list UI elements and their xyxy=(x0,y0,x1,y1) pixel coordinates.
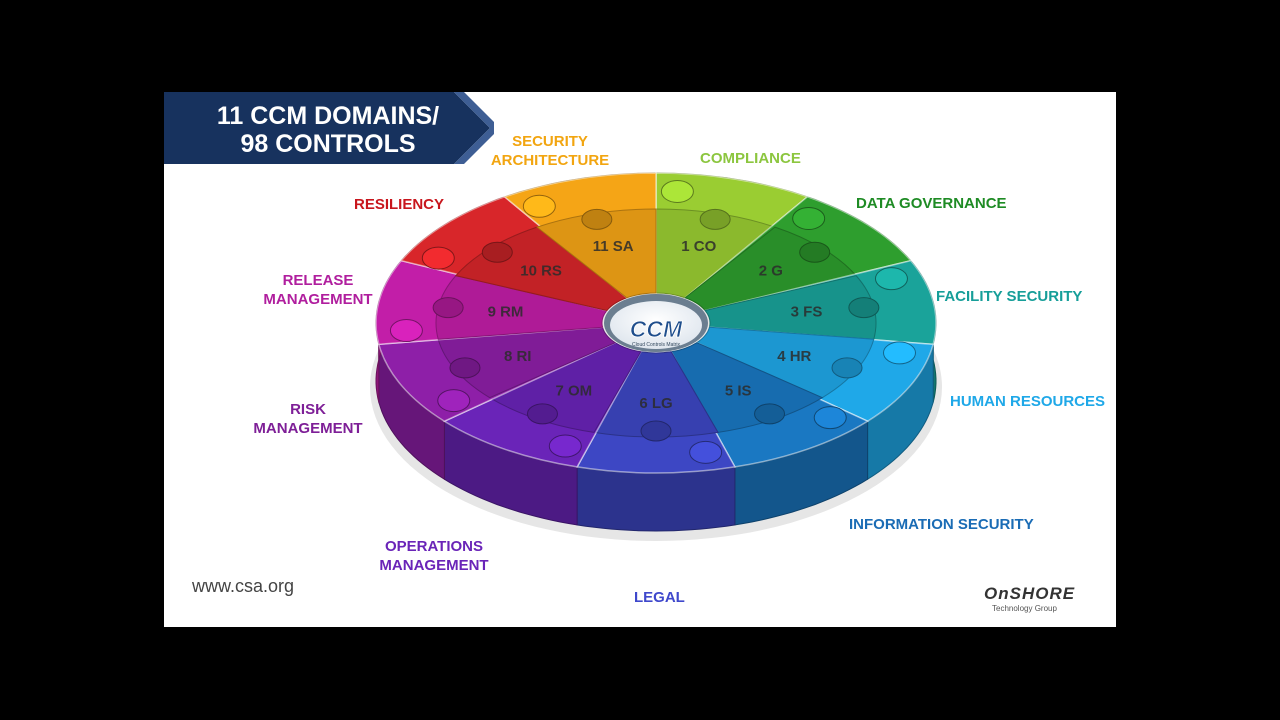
puzzle-knob-outer-1-co xyxy=(660,179,694,203)
puzzle-knob-inner-1-co xyxy=(699,208,731,230)
label-operations-management-line1: OPERATIONS xyxy=(384,538,484,555)
wheel-inner-piece-11-sa xyxy=(536,208,657,299)
logo-main-text: OnSHORE xyxy=(984,584,1076,603)
label-security-architecture-line1: SECURITY xyxy=(512,133,588,150)
puzzle-knob-inner-7-om xyxy=(526,403,558,425)
title-line-1: 11 CCM DOMAINS/ xyxy=(216,102,440,130)
wheel-inner-piece-4-hr xyxy=(695,326,875,399)
domain-code-3-fs: 3 FS xyxy=(791,304,823,321)
label-security-architecture-line2: ARCHITECTURE xyxy=(490,152,610,169)
wheel-inner-piece-7-om xyxy=(488,342,642,433)
puzzle-knob-inner-3-fs xyxy=(848,297,880,319)
slide: 11 CCM DOMAINS/ 98 CONTROLS 1 CO 2 G 3 FS 4… xyxy=(164,92,1116,627)
ccm-domain-wheel: 1 CO 2 G 3 FS 4 HR 5 IS 6 LG 7 OM 8 RI 9 RM 10 RS… xyxy=(370,172,942,541)
domain-code-5-is: 5 IS xyxy=(725,382,752,399)
domain-code-11-sa: 11 SA xyxy=(593,238,634,255)
puzzle-knob-outer-3-fs xyxy=(874,267,908,291)
domain-code-7-om: 7 OM xyxy=(555,382,592,399)
footer-url: www.csa.org xyxy=(192,576,295,596)
puzzle-knob-outer-2-g xyxy=(792,206,826,230)
label-operations-management: OPERATIONS MANAGEMENT xyxy=(364,537,504,575)
ccm-logo: CCM xyxy=(630,316,683,342)
puzzle-knob-outer-4-hr xyxy=(883,341,917,365)
domain-code-4-hr: 4 HR xyxy=(777,348,811,365)
onshore-logo: OnSHORE Technology Group xyxy=(984,584,1074,613)
puzzle-knob-inner-11-sa xyxy=(581,208,613,230)
puzzle-knob-outer-8-ri xyxy=(437,389,471,413)
title-banner xyxy=(164,92,494,164)
label-resiliency: RESILIENCY xyxy=(354,196,445,213)
puzzle-knob-outer-9-rm xyxy=(389,319,423,343)
label-risk-management-line1: RISK xyxy=(290,401,326,418)
puzzle-knob-outer-6-lg xyxy=(689,440,723,464)
domain-code-1-co: 1 CO xyxy=(681,238,716,255)
wheel-inner-piece-5-is xyxy=(670,342,824,433)
label-legal: LEGAL xyxy=(634,589,685,606)
label-operations-management-line2: MANAGEMENT xyxy=(379,557,489,574)
label-release-management-line1: RELEASE xyxy=(282,272,354,289)
domain-code-9-rm: 9 RM xyxy=(488,304,524,321)
puzzle-knob-outer-5-is xyxy=(813,406,847,430)
domain-code-8-ri: 8 RI xyxy=(504,348,532,365)
label-risk-management-line2: MANAGEMENT xyxy=(253,420,363,437)
wheel-side-6-lg xyxy=(576,466,736,532)
wheel-inner-piece-8-ri xyxy=(437,326,617,399)
domain-code-2-g: 2 G xyxy=(759,263,783,280)
label-human-resources: HUMAN RESOURCES xyxy=(950,393,1106,410)
wheel-inner-piece-9-rm xyxy=(435,275,608,340)
label-data-governance: DATA GOVERNANCE xyxy=(856,195,1007,212)
puzzle-knob-inner-10-rs xyxy=(481,241,513,263)
label-facility-security: FACILITY SECURITY xyxy=(936,288,1083,305)
puzzle-knob-inner-2-g xyxy=(799,241,831,263)
puzzle-knob-inner-5-is xyxy=(754,403,786,425)
label-release-management: RELEASE MANAGEMENT xyxy=(250,271,386,309)
puzzle-knob-inner-9-rm xyxy=(432,297,464,319)
puzzle-knob-inner-4-hr xyxy=(831,357,863,379)
puzzle-knob-outer-10-rs xyxy=(421,246,455,270)
domain-code-6-lg: 6 LG xyxy=(639,395,672,412)
logo-sub-text: Technology Group xyxy=(992,604,1057,613)
wheel-inner-piece-3-fs xyxy=(704,275,877,340)
label-release-management-line2: MANAGEMENT xyxy=(263,291,373,308)
puzzle-knob-inner-6-lg xyxy=(640,420,672,442)
label-security-architecture: SECURITY ARCHITECTURE xyxy=(480,132,620,170)
ccm-subtitle: Cloud Controls Matrix xyxy=(632,342,681,348)
title-line-2: 98 CONTROLS xyxy=(240,130,416,158)
domain-code-10-rs: 10 RS xyxy=(520,263,562,280)
slide-title: 11 CCM DOMAINS/ 98 CONTROLS xyxy=(178,102,478,158)
puzzle-knob-outer-7-om xyxy=(548,434,582,458)
wheel-inner-piece-1-co xyxy=(655,208,776,299)
center-hub: CCM Cloud Controls Matrix xyxy=(604,294,708,352)
label-compliance: COMPLIANCE xyxy=(700,150,801,167)
label-risk-management: RISK MANAGEMENT xyxy=(240,400,376,438)
puzzle-knob-inner-8-ri xyxy=(449,357,481,379)
label-information-security: INFORMATION SECURITY xyxy=(849,516,1034,533)
wheel-inner-piece-6-lg xyxy=(593,351,719,438)
puzzle-knob-outer-11-sa xyxy=(522,194,556,218)
